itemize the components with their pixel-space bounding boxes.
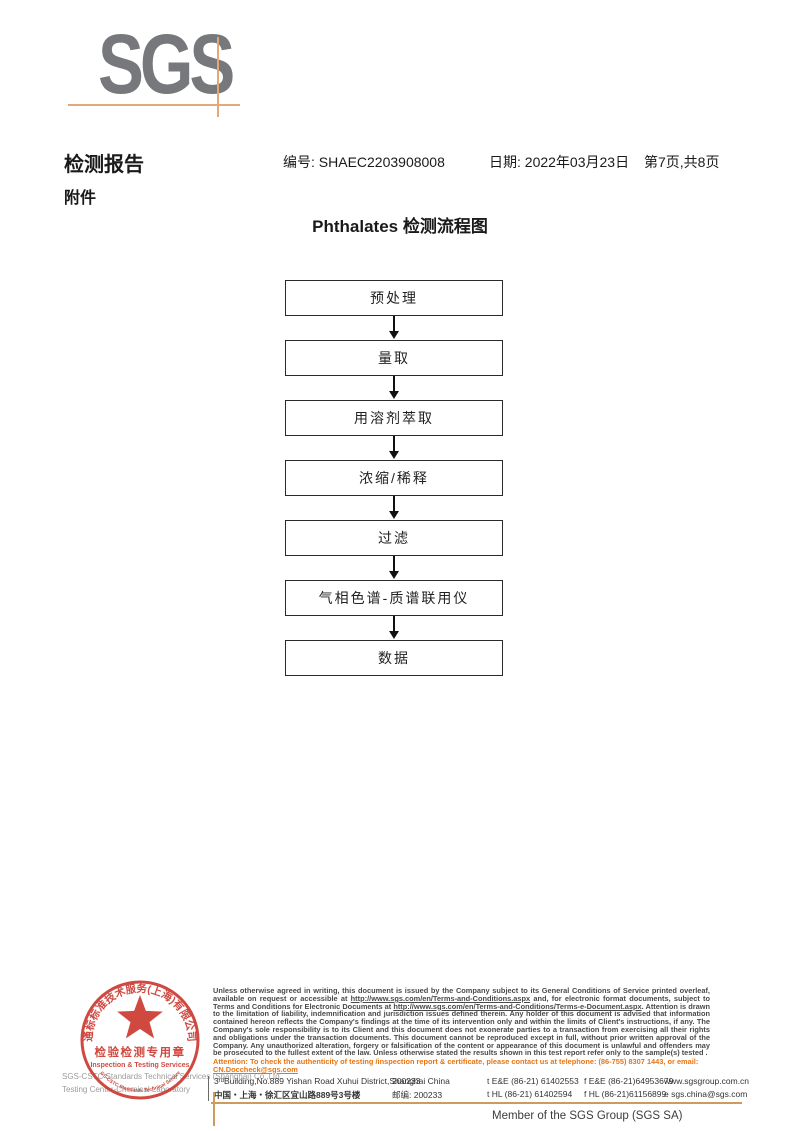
report-date: 日期: 2022年03月23日 — [489, 154, 630, 170]
address-en: 3ʳᵈBuilding,No.889 Yishan Road Xuhui Dis… — [214, 1076, 450, 1086]
text-segment: and, for electronic format documents, su… — [213, 993, 710, 1011]
footer-vertical-rule — [213, 1092, 215, 1126]
flowchart-step-pretreatment: 预处理 — [285, 280, 503, 316]
company-department: Testing Center-Chemical Laboratory — [62, 1085, 191, 1094]
sgs-member-text: Member of the SGS Group (SGS SA) — [492, 1110, 683, 1122]
down-arrow-icon — [387, 556, 401, 579]
down-arrow-icon — [387, 496, 401, 519]
fax-hl: f HL (86-21)61156899 — [584, 1089, 667, 1099]
flowchart-step-measure: 量取 — [285, 340, 503, 376]
text-segment: Attention: To check the authenticity of … — [213, 1057, 699, 1066]
tel-hl: t HL (86-21) 61402594 — [487, 1089, 573, 1099]
down-arrow-icon — [387, 316, 401, 339]
inline-link[interactable]: http://www.sgs.com/en/Terms-and-Conditio… — [350, 993, 531, 1003]
attention-notice: Attention: To check the authenticity of … — [213, 1058, 713, 1074]
sgs-logo: SGS — [98, 17, 235, 111]
flowchart-title: Phthalates 检测流程图 — [312, 217, 488, 236]
text-segment: . Attention is drawn to the limitation o… — [213, 1001, 710, 1058]
company-name-en: SGS-CSTC Standards Technical Services (S… — [62, 1072, 282, 1081]
attachment-label: 附件 — [64, 190, 97, 207]
email-address[interactable]: e sgs.china@sgs.com — [664, 1089, 748, 1099]
page-indicator: 第7页,共8页 — [644, 154, 720, 170]
text-segment: Unless otherwise agreed in writing, this… — [213, 986, 710, 1003]
fax-ee: f E&E (86-21)64953679 — [584, 1076, 674, 1086]
inline-link[interactable]: CN.Doccheck@sgs.com — [213, 1064, 298, 1074]
stamp-circle — [80, 980, 200, 1100]
star-icon — [117, 995, 163, 1039]
flowchart-step-filter: 过滤 — [285, 520, 503, 556]
stamp-title-cn: 检验检测专用章 — [95, 1045, 186, 1059]
footer-horizontal-rule — [211, 1102, 742, 1104]
down-arrow-icon — [387, 436, 401, 459]
report-title: 检测报告 — [64, 154, 144, 176]
stamp-arc-bottom-text: SGS-CSTC Standards Technical Services — [55, 955, 182, 1094]
disclaimer-paragraph: Unless otherwise agreed in writing, this… — [213, 987, 710, 1057]
address-divider — [208, 1076, 209, 1101]
website-url[interactable]: www.sgsgroup.com.cn — [664, 1076, 750, 1086]
stamp-title-en: Inspection & Testing Services — [90, 1062, 189, 1069]
down-arrow-icon — [387, 376, 401, 399]
logo-vertical-rule — [217, 37, 219, 117]
inspection-stamp-seal: 通标标准技术服务(上海)有限公司 检验检测专用章 Inspection & Te… — [55, 955, 200, 1100]
zip-code: 200233 — [392, 1076, 421, 1086]
flowchart-step-concentrate-dilute: 浓缩/稀释 — [285, 460, 503, 496]
flowchart-step-solvent-extraction: 用溶剂萃取 — [285, 400, 503, 436]
flowchart-step-data: 数据 — [285, 640, 503, 676]
report-number: 编号: SHAEC2203908008 — [283, 154, 445, 170]
postal-code-label: 邮编: 200233 — [392, 1090, 443, 1100]
address-cn: 中国・上海・徐汇区宜山路889号3号楼 — [214, 1090, 361, 1100]
logo-horizontal-rule — [68, 104, 240, 106]
flowchart-step-gcms: 气相色谱-质谱联用仪 — [285, 580, 503, 616]
inline-link[interactable]: http://www.sgs.com/en/Terms-and-Conditio… — [393, 1001, 642, 1011]
tel-ee: t E&E (86-21) 61402553 — [487, 1076, 579, 1086]
down-arrow-icon — [387, 616, 401, 639]
